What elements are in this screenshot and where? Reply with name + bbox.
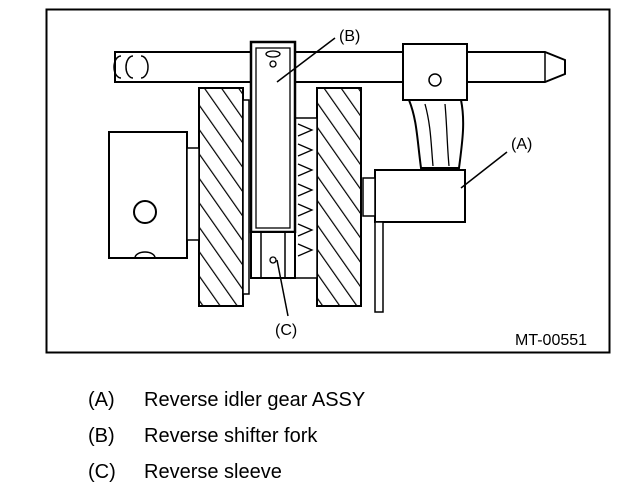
legend-key: (C) xyxy=(88,460,116,483)
legend-item-b: (B) Reverse shifter fork xyxy=(88,418,548,454)
shifter-fork-drawing xyxy=(249,40,297,234)
legend-item-a: (A) Reverse idler gear ASSY xyxy=(88,382,548,418)
right-gear-drawing xyxy=(316,87,362,307)
idler-arm-drawing xyxy=(402,43,468,169)
reverse-sleeve-drawing xyxy=(250,231,296,279)
legend: (A) Reverse idler gear ASSY (B) Reverse … xyxy=(88,382,548,490)
leader-line-a xyxy=(460,151,508,189)
idler-gear-assy-drawing xyxy=(362,169,466,313)
leader-line-c xyxy=(276,259,289,317)
legend-text: Reverse idler gear ASSY xyxy=(144,388,366,411)
shifter-rod-drawing xyxy=(113,51,566,83)
sleeve-teeth-drawing xyxy=(294,117,318,279)
leader-line-b xyxy=(276,37,336,83)
callout-label-c: (C) xyxy=(275,322,297,339)
legend-text: Reverse sleeve xyxy=(144,460,282,483)
left-housing-drawing xyxy=(108,131,200,259)
figure-id: MT-00551 xyxy=(515,332,587,349)
left-gear-drawing xyxy=(198,87,250,307)
legend-text: Reverse shifter fork xyxy=(144,424,318,447)
legend-key: (A) xyxy=(88,388,115,411)
diagram-figure: (A) (B) (C) MT-00551 xyxy=(45,8,611,354)
callout-label-a: (A) xyxy=(511,136,532,153)
callout-label-b: (B) xyxy=(339,28,360,45)
legend-item-c: (C) Reverse sleeve xyxy=(88,454,548,490)
legend-key: (B) xyxy=(88,424,115,447)
